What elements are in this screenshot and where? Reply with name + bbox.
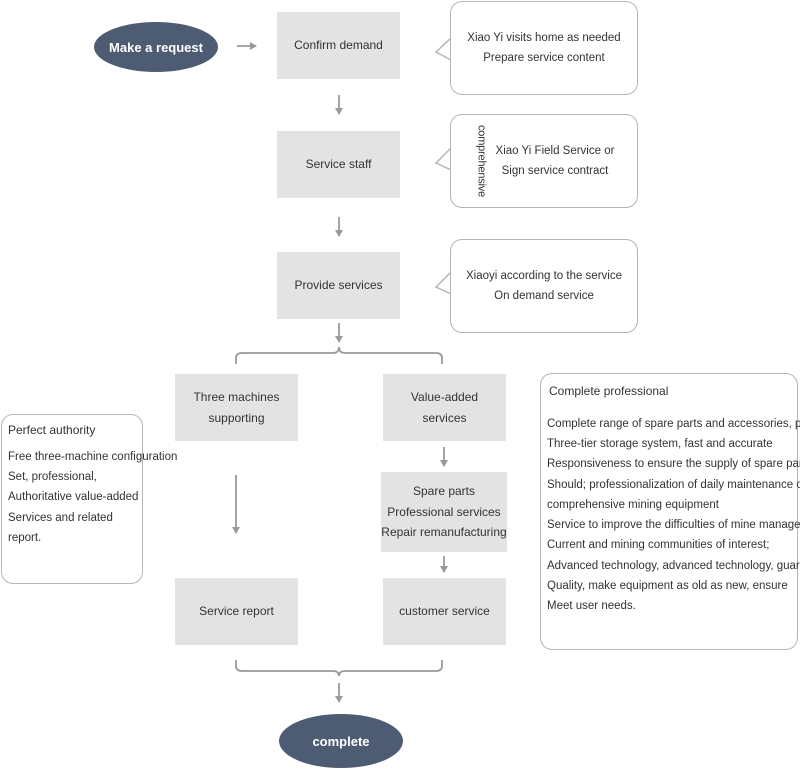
note-line: report. [8, 531, 42, 544]
merge-brace-bottom [235, 660, 443, 677]
note-line: Responsiveness to ensure the supply of s… [547, 458, 800, 471]
note-line: Authoritative value-added [8, 491, 139, 504]
step-label-line: Three machines [193, 390, 280, 405]
step-label-line: Spare parts [412, 484, 476, 499]
end-node: complete [279, 714, 403, 768]
callout-tail-3 [434, 271, 452, 295]
note-line: comprehensive mining equipment [547, 498, 719, 511]
note-line: Current and mining communities of intere… [547, 539, 770, 552]
note-line: Quality, make equipment as old as new, e… [547, 579, 788, 592]
step-label-line: supporting [208, 410, 265, 425]
callout-tail-2 [434, 147, 452, 171]
note-line: Services and related [8, 511, 113, 524]
note-line: Free three-machine configuration [8, 451, 178, 463]
start-node: Make a request [94, 22, 218, 72]
note-line: Three-tier storage system, fast and accu… [547, 438, 773, 451]
start-label: Make a request [109, 39, 203, 55]
step-provide-services: Provide services [277, 252, 400, 319]
note-line: Meet user needs. [547, 600, 636, 613]
step-label: Service report [199, 604, 274, 619]
callout-line: Xiaoyi according to the service [466, 269, 622, 282]
step-label: Service staff [305, 157, 372, 172]
step-value-added: Value-added services [383, 374, 506, 441]
callout-staff: comprehensive Xiao Yi Field Service or S… [450, 114, 638, 208]
note-complete-professional: Complete professional Complete range of … [540, 373, 800, 650]
step-confirm-demand: Confirm demand [277, 12, 400, 79]
note-line: Service to improve the difficulties of m… [547, 519, 800, 532]
step-spare-parts: Spare parts Professional services Repair… [381, 472, 507, 552]
note-line: Advanced technology, advanced technology… [547, 559, 800, 572]
callout-line: Xiao Yi Field Service or [495, 144, 615, 157]
callout-line: Sign service contract [501, 165, 609, 177]
step-label-line: Professional services [387, 504, 501, 519]
step-label-line: services [422, 410, 467, 425]
branch-brace-top [235, 346, 443, 364]
note-line: Complete range of spare parts and access… [547, 418, 800, 430]
step-label-line: Repair remanufacturing [381, 525, 507, 540]
step-service-staff: Service staff [277, 131, 400, 198]
callout-line: Xiao Yi visits home as needed [467, 31, 621, 44]
callout-line: Prepare service content [483, 52, 605, 64]
callout-confirm: Xiao Yi visits home as needed Prepare se… [450, 1, 638, 95]
step-label: Confirm demand [294, 38, 383, 53]
note-line: Should; professionalization of daily mai… [547, 478, 800, 491]
step-three-machines: Three machines supporting [175, 374, 298, 441]
step-label-line: Value-added [410, 390, 479, 405]
callout-line: On demand service [494, 290, 594, 302]
note-line: Set, professional, [8, 471, 97, 484]
callout-vertical-label: comprehensive [475, 125, 488, 197]
note-perfect-authority: Perfect authority Free three-machine con… [1, 414, 178, 584]
note-title: Perfect authority [8, 423, 96, 437]
step-label: Provide services [294, 278, 383, 293]
step-label: customer service [399, 604, 490, 619]
callout-provide: Xiaoyi according to the service On deman… [450, 239, 638, 333]
callout-tail-1 [434, 37, 452, 61]
end-label: complete [312, 733, 370, 749]
note-title: Complete professional [549, 384, 669, 398]
step-customer-service: customer service [383, 578, 506, 645]
step-service-report: Service report [175, 578, 298, 645]
